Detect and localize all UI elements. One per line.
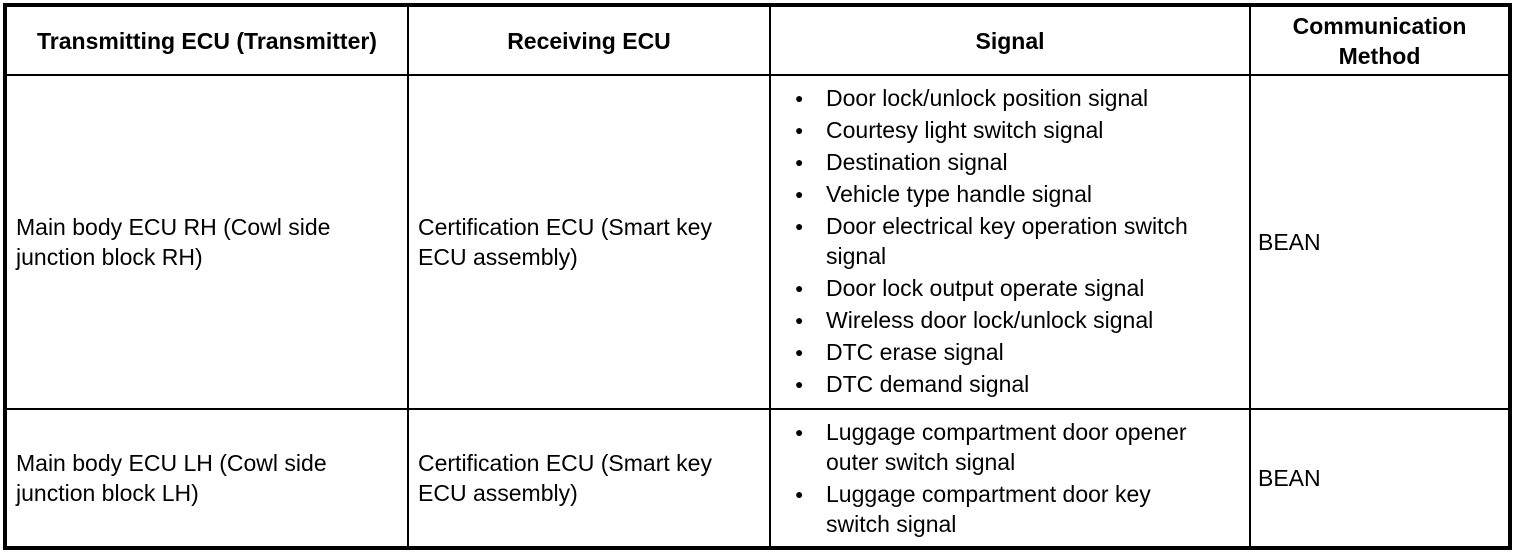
- bullet-icon: ●: [795, 280, 804, 296]
- header-signal: Signal: [769, 4, 1251, 76]
- list-item: ● Wireless door lock/unlock signal: [795, 305, 1241, 335]
- table-row: Main body ECU RH (Cowl side junction blo…: [4, 74, 1511, 410]
- cell-signals: ● Door lock/unlock position signal ● Cou…: [769, 74, 1251, 410]
- list-item: ● DTC erase signal: [795, 337, 1241, 367]
- bullet-icon: ●: [795, 186, 804, 202]
- cell-communication-method: BEAN: [1249, 74, 1511, 410]
- signal-text: Door lock/unlock position signal: [826, 85, 1149, 111]
- signal-text: Destination signal: [826, 149, 1008, 175]
- bullet-icon: ●: [795, 424, 804, 440]
- header-communication-method: Communication Method: [1249, 4, 1511, 76]
- bullet-icon: ●: [795, 344, 804, 360]
- cell-communication-method: BEAN: [1249, 408, 1511, 549]
- list-item: ● Door lock/unlock position signal: [795, 83, 1241, 113]
- bullet-icon: ●: [795, 486, 804, 502]
- signal-text: DTC erase signal: [826, 339, 1004, 365]
- list-item: ● Door lock output operate signal: [795, 273, 1241, 303]
- cell-signals: ● Luggage compartment door opener outer …: [769, 408, 1251, 549]
- bullet-icon: ●: [795, 312, 804, 328]
- signal-text: DTC demand signal: [826, 371, 1030, 397]
- list-item: ● Vehicle type handle signal: [795, 179, 1241, 209]
- bullet-icon: ●: [795, 154, 804, 170]
- signal-list: ● Luggage compartment door opener outer …: [795, 417, 1241, 539]
- signal-list: ● Door lock/unlock position signal ● Cou…: [795, 83, 1241, 399]
- signal-text: Courtesy light switch signal: [826, 117, 1104, 143]
- list-item: ● Door electrical key operation switch s…: [795, 211, 1241, 271]
- bullet-icon: ●: [795, 122, 804, 138]
- bullet-icon: ●: [795, 218, 804, 234]
- signal-text: Door lock output operate signal: [826, 275, 1145, 301]
- cell-receiving-ecu: Certification ECU (Smart key ECU assembl…: [407, 408, 771, 549]
- list-item: ● Luggage compartment door opener outer …: [795, 417, 1241, 477]
- signal-text: Vehicle type handle signal: [826, 181, 1092, 207]
- signal-text: Luggage compartment door key switch sign…: [826, 481, 1151, 537]
- signal-text: Wireless door lock/unlock signal: [826, 307, 1154, 333]
- list-item: ● Destination signal: [795, 147, 1241, 177]
- cell-transmitting-ecu: Main body ECU RH (Cowl side junction blo…: [4, 74, 409, 410]
- header-row: Transmitting ECU (Transmitter) Receiving…: [4, 4, 1511, 76]
- signal-text: Door electrical key operation switch sig…: [826, 213, 1188, 269]
- signal-text: Luggage compartment door opener outer sw…: [826, 419, 1187, 475]
- list-item: ● Luggage compartment door key switch si…: [795, 479, 1241, 539]
- bullet-icon: ●: [795, 376, 804, 392]
- header-receiving-ecu: Receiving ECU: [407, 4, 771, 76]
- list-item: ● Courtesy light switch signal: [795, 115, 1241, 145]
- list-item: ● DTC demand signal: [795, 369, 1241, 399]
- table-row: Main body ECU LH (Cowl side junction blo…: [4, 408, 1511, 549]
- ecu-communication-table: Transmitting ECU (Transmitter) Receiving…: [3, 3, 1512, 550]
- header-transmitting-ecu: Transmitting ECU (Transmitter): [4, 4, 409, 76]
- cell-transmitting-ecu: Main body ECU LH (Cowl side junction blo…: [4, 408, 409, 549]
- cell-receiving-ecu: Certification ECU (Smart key ECU assembl…: [407, 74, 771, 410]
- bullet-icon: ●: [795, 90, 804, 106]
